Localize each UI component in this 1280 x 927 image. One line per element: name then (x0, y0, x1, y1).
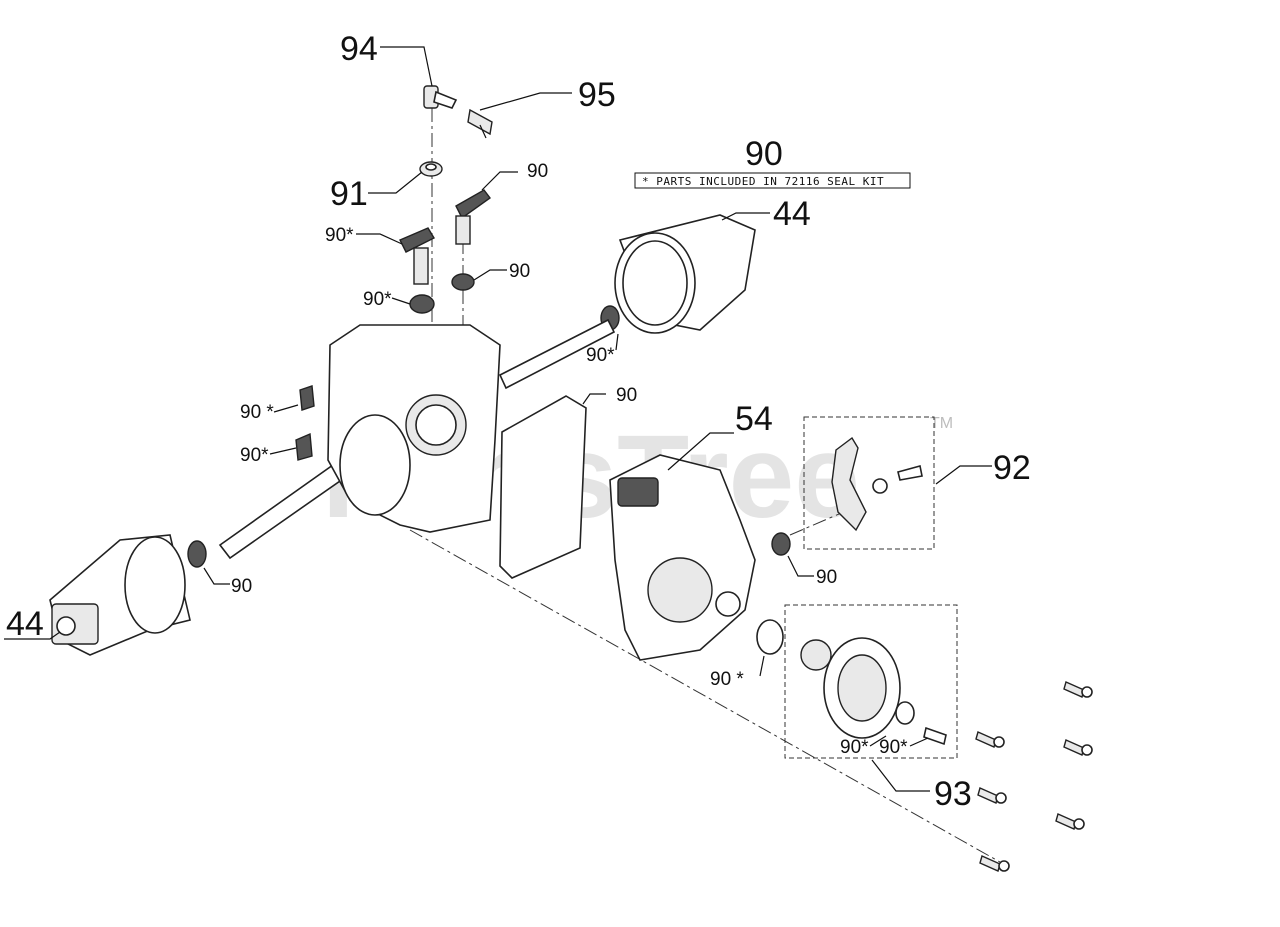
leader-95 (479, 92, 572, 111)
axle-housing-right-part-44 (614, 214, 756, 334)
bolt-2 (975, 731, 1005, 748)
callout-92: 92 (993, 449, 1031, 487)
brake-lever-assembly-part-92 (831, 436, 923, 532)
leader-90f (582, 393, 606, 405)
leader-90a (481, 171, 518, 191)
leader-91 (368, 171, 423, 194)
leader-92 (935, 465, 992, 485)
leader-90l (869, 735, 887, 747)
leader-90i (787, 555, 814, 577)
callout-90d: 90* (363, 289, 392, 310)
clip-upper (299, 385, 315, 411)
assembly-axis-diagonal (409, 529, 1001, 863)
leader-44a (721, 212, 770, 221)
axle-housing-left-part-44 (49, 534, 191, 656)
leader-94 (380, 46, 433, 87)
leader-90e (615, 333, 619, 351)
valve-part-95 (467, 108, 493, 139)
transaxle-case-left (327, 324, 501, 533)
leader-90b (356, 233, 403, 245)
callout-90h: 90* (240, 445, 269, 466)
nut-part-91 (419, 161, 443, 177)
callout-93: 93 (934, 775, 972, 813)
control-lever-right (455, 189, 491, 245)
leader-90j (203, 567, 230, 585)
callout-90a: 90 (527, 161, 548, 182)
note-box (634, 172, 911, 189)
bolt-6 (979, 855, 1010, 872)
callout-95: 95 (578, 76, 616, 114)
callout-90c: 90 (509, 261, 530, 282)
callout-94: 94 (340, 30, 378, 68)
leader-44b (4, 631, 61, 640)
callout-54: 54 (735, 400, 773, 438)
bolt-1 (1063, 681, 1093, 698)
subassembly-box-93 (784, 604, 958, 759)
callout-91: 91 (330, 175, 368, 213)
leader-90d (391, 297, 411, 305)
callout-44b: 44 (6, 605, 44, 643)
pulley-assembly-part-93 (800, 637, 947, 746)
seal-ring-upper-left (409, 294, 435, 314)
note-text: * PARTS INCLUDED IN 72116 SEAL KIT (642, 175, 884, 188)
watermark-trademark: TM (930, 415, 953, 432)
subassembly-box-92 (803, 416, 935, 550)
washer-pulley (756, 619, 784, 655)
callout-90b: 90* (325, 225, 354, 246)
hydrostatic-unit-part-54 (609, 454, 756, 661)
axle-shaft-right (498, 318, 616, 390)
callout-90j: 90 (231, 576, 252, 597)
clip-lower (295, 432, 313, 461)
leader-90k (759, 655, 765, 677)
bolt-3 (1063, 739, 1093, 756)
note-number: 90 (745, 135, 783, 173)
leader-93 (871, 759, 930, 792)
seal-ring-center (771, 532, 791, 556)
leader-90g (273, 404, 299, 413)
leader-54 (667, 432, 734, 471)
callout-90i: 90 (816, 567, 837, 588)
callout-90f: 90 (616, 385, 637, 406)
fitting-part-94 (423, 85, 458, 109)
callout-90k: 90 * (710, 669, 744, 690)
callout-90l: 90* (840, 737, 869, 758)
callout-44a: 44 (773, 195, 811, 233)
gasket-part-90 (499, 395, 587, 579)
control-lever-left (399, 227, 435, 285)
bolt-5 (1055, 813, 1085, 830)
callout-90e: 90* (586, 345, 615, 366)
leader-90c (473, 269, 507, 281)
callout-90m: 90* (879, 737, 908, 758)
seal-ring-upper-right (451, 273, 475, 291)
seal-ring-left-axle (187, 540, 207, 568)
callout-90g: 90 * (240, 402, 274, 423)
leader-90m (909, 737, 929, 747)
leader-90h (269, 447, 297, 455)
bolt-4 (977, 787, 1007, 804)
